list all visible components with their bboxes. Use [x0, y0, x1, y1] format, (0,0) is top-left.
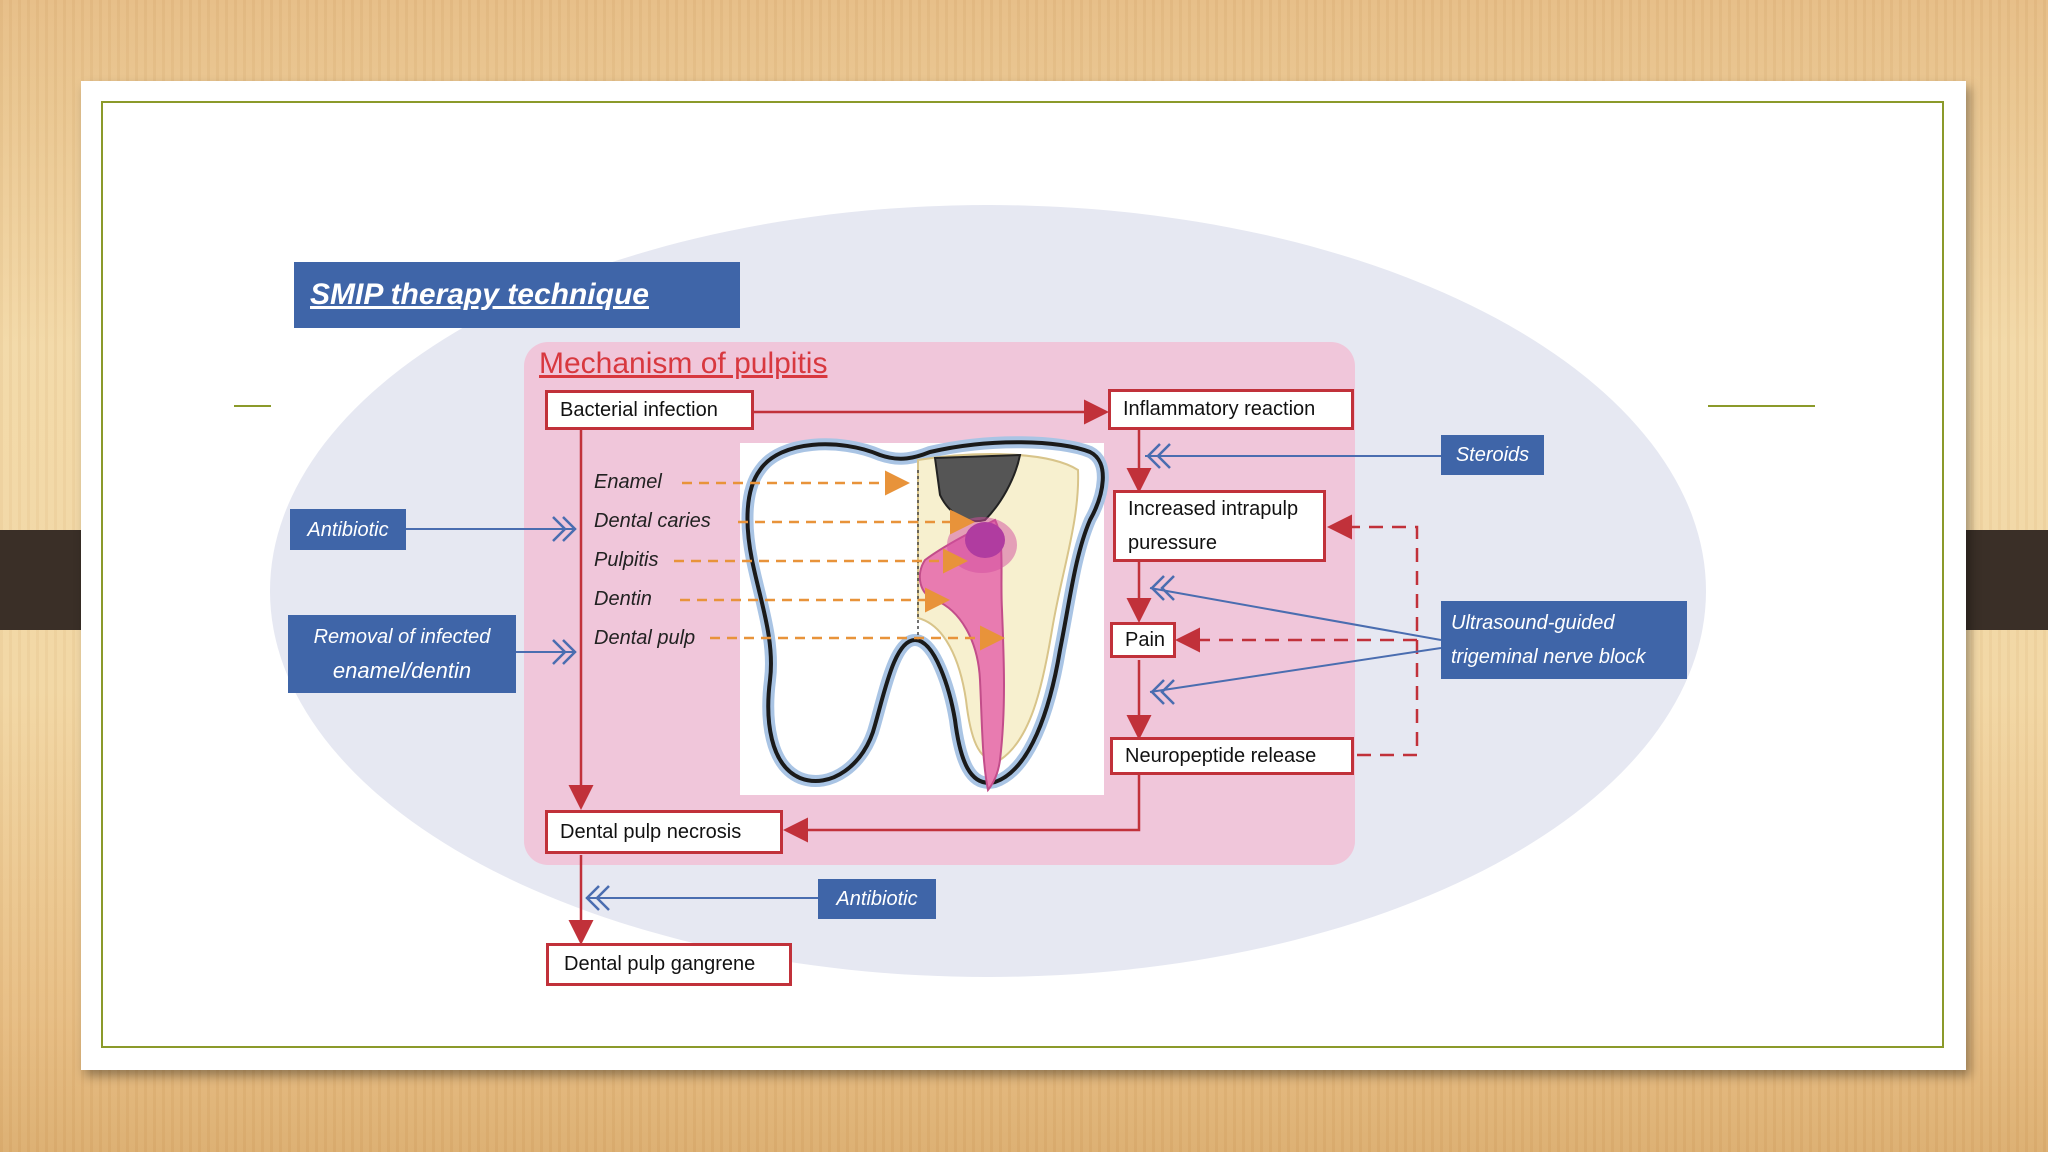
box-increased-pressure-line1: Increased intrapulp — [1128, 498, 1299, 520]
box-increased-pressure-line2: puressure — [1128, 532, 1217, 554]
box-dental-pulp-gangrene: Dental pulp gangrene — [546, 943, 792, 986]
slide-frame — [101, 101, 1944, 1048]
label-dentin: Dentin — [594, 588, 652, 610]
intervention-removal: Removal of infected enamel/dentin — [288, 615, 516, 693]
intervention-antibiotic-bottom: Antibiotic — [818, 879, 936, 919]
label-pulpitis: Pulpitis — [594, 549, 659, 571]
deco-line-left — [234, 405, 272, 407]
slide-title: SMIP therapy technique — [294, 262, 740, 328]
box-inflammatory-reaction: Inflammatory reaction — [1108, 389, 1354, 430]
intervention-removal-line1: Removal of infected — [313, 626, 491, 648]
intervention-nerve-block-line2: trigeminal nerve block — [1451, 646, 1646, 668]
label-enamel: Enamel — [594, 471, 662, 493]
label-dental-pulp: Dental pulp — [594, 627, 696, 649]
intervention-steroids: Steroids — [1441, 435, 1544, 475]
box-neuropeptide-release: Neuropeptide release — [1110, 737, 1354, 775]
mechanism-title: Mechanism of pulpitis — [539, 347, 828, 380]
label-dental-caries: Dental caries — [594, 510, 711, 532]
deco-line-right — [1707, 405, 1815, 407]
intervention-antibiotic-left: Antibiotic — [290, 509, 406, 550]
intervention-nerve-block: Ultrasound-guided trigeminal nerve block — [1441, 601, 1687, 679]
box-bacterial-infection: Bacterial infection — [545, 390, 754, 430]
intervention-nerve-block-line1: Ultrasound-guided — [1451, 612, 1615, 634]
box-dental-pulp-necrosis: Dental pulp necrosis — [545, 810, 783, 854]
intervention-removal-line2: enamel/dentin — [332, 658, 472, 683]
box-pain: Pain — [1110, 622, 1176, 658]
box-increased-pressure: Increased intrapulp puressure — [1113, 490, 1326, 562]
